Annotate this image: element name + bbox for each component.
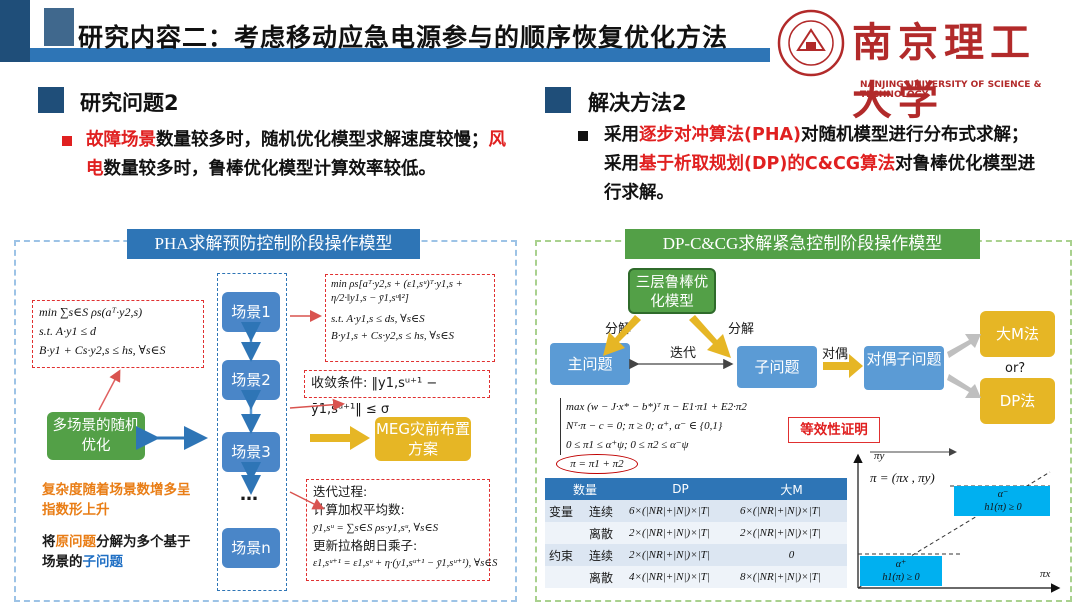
lower-region-label: α⁺h1(π) ≥ 0 bbox=[882, 559, 920, 583]
dual-eq-line: Nᵀ·π − c = 0; π ≥ 0; α⁺, α⁻ ∈ {0,1} bbox=[566, 420, 723, 432]
table-cell: 2×(|NR|+|N|)×|T| bbox=[740, 527, 821, 539]
dual-sub-problem-box: 对偶子问题 bbox=[864, 346, 944, 390]
table-cell: 8×(|NR|+|N|)×|T| bbox=[740, 571, 821, 583]
model-line: min ∑s∈S ρs(aᵀ·y2,s) bbox=[39, 305, 143, 319]
university-logo-text: 南京理工大学 bbox=[852, 20, 1036, 123]
comparison-table: 数量 DP 大M 变量 连续 6×(|NR|+|N|)×|T| 6×(|NR|+… bbox=[545, 478, 847, 588]
dp-arrows bbox=[603, 315, 981, 456]
table-header-row: 数量 DP 大M bbox=[545, 478, 847, 500]
scenes-group bbox=[217, 273, 287, 591]
iteration-box: 迭代过程: 计算加权平均数: ȳ1,sᵘ = ∑s∈S ρs·y1,sᵘ, ∀s… bbox=[306, 479, 498, 581]
right-section-title: 解决方法2 bbox=[588, 91, 687, 115]
sub-problem-box: 子问题 bbox=[737, 346, 817, 388]
x-axis-label: πx bbox=[1040, 568, 1051, 580]
table-cell: 离散 bbox=[589, 526, 614, 541]
iter-avg: 计算加权平均数: bbox=[313, 502, 405, 517]
iterate-label: 迭代 bbox=[670, 346, 697, 361]
table-cell: 连续 bbox=[589, 504, 614, 519]
complexity-text: 复杂度随着场景数增多呈指数形上升 bbox=[42, 482, 191, 518]
table-row: 变量 连续 6×(|NR|+|N|)×|T| 6×(|NR|+|N|)×|T| bbox=[545, 500, 847, 522]
dual-eq-line: max (w − J·x* − b*)ᵀ π − E1·π1 + E2·π2 bbox=[566, 401, 747, 413]
submodel-line: B·y1,s + Cs·y2,s ≤ hs, ∀s∈S bbox=[331, 330, 454, 342]
dual-eq-line: 0 ≤ π1 ≤ α⁺ψ; 0 ≤ π2 ≤ α⁻ψ bbox=[566, 439, 689, 451]
table-cell: 变量 bbox=[549, 504, 574, 519]
model-line: B·y1 + Cs·y2,s ≤ hs, ∀s∈S bbox=[39, 343, 166, 357]
dp-method-box: DP法 bbox=[980, 378, 1055, 424]
right-bullet-text: 采用逐步对冲算法(PHA)对随机模型进行分布式求解；采用基于析取规划(DP)的C… bbox=[604, 125, 1036, 203]
submodel-line: s.t. A·y1,s ≤ ds, ∀s∈S bbox=[331, 313, 425, 325]
left-section-title: 研究问题2 bbox=[80, 91, 179, 115]
table-cell bbox=[545, 566, 585, 588]
big-m-method-box: 大M法 bbox=[980, 311, 1055, 357]
upper-region-label: α⁻h1(π) ≥ 0 bbox=[984, 489, 1022, 513]
table-cell: 约束 bbox=[549, 548, 574, 563]
pi-region-plot bbox=[853, 453, 1061, 593]
table-cell: 2×(|NR|+|N|)×|T| bbox=[629, 549, 710, 561]
table-row: 离散 4×(|NR|+|N|)×|T| 8×(|NR|+|N|)×|T| bbox=[545, 566, 847, 588]
iter-update: 更新拉格朗日乘子: bbox=[313, 538, 418, 553]
university-en-name: NANJING UNIVERSITY OF SCIENCE & TECHNOLO… bbox=[860, 80, 1042, 100]
iter-title: 迭代过程: bbox=[313, 484, 368, 499]
model-line: s.t. A·y1 ≤ d bbox=[39, 324, 97, 338]
header-bar bbox=[0, 0, 770, 62]
dual-label: 对偶 bbox=[822, 347, 849, 362]
bullet-square-icon bbox=[578, 131, 588, 141]
table-cell: 6×(|NR|+|N|)×|T| bbox=[740, 505, 821, 517]
scene-submodel-box: min ρs[aᵀ·y2,s + (ε1,sᵘ)ᵀ·y1,s + η/2·‖y1… bbox=[325, 274, 495, 362]
dual-equations: max (w − J·x* − b*)ᵀ π − E1·π1 + E2·π2 N… bbox=[560, 398, 821, 455]
meg-plan-box: MEG灾前布置方案 bbox=[375, 417, 471, 461]
circled-equation: π = π1 + π2 bbox=[556, 454, 638, 474]
table-cell: 4×(|NR|+|N|)×|T| bbox=[629, 571, 710, 583]
or-label: or? bbox=[1005, 361, 1026, 376]
table-header-cell: DP bbox=[672, 482, 689, 496]
dp-panel-title: DP-C&CG求解紧急控制阶段操作模型 bbox=[625, 229, 980, 259]
convergence-box: 收敛条件: ‖y1,sᵘ⁺¹ − ȳ1,sᵘ⁺¹‖ ≤ σ bbox=[304, 370, 490, 417]
page-title: 研究内容二：考虑移动应急电源参与的顺序恢复优化方法 bbox=[78, 23, 729, 52]
split-right-label: 分解 bbox=[728, 322, 755, 337]
y-axis-label: πy bbox=[874, 450, 885, 462]
university-seal-icon bbox=[777, 9, 845, 77]
three-layer-model-box: 三层鲁棒优化模型 bbox=[628, 268, 716, 314]
multi-scene-box: 多场景的随机优化 bbox=[47, 412, 145, 460]
table-header-cell: 大M bbox=[780, 482, 803, 497]
table-cell bbox=[545, 522, 585, 544]
table-row: 离散 2×(|NR|+|N|)×|T| 2×(|NR|+|N|)×|T| bbox=[545, 522, 847, 544]
iter-avg-eq: ȳ1,sᵘ = ∑s∈S ρs·y1,sᵘ, ∀s∈S bbox=[313, 522, 439, 534]
table-row: 约束 连续 2×(|NR|+|N|)×|T| 0 bbox=[545, 544, 847, 566]
section-marker-icon bbox=[38, 87, 64, 113]
table-cell: 2×(|NR|+|N|)×|T| bbox=[629, 527, 710, 539]
table-cell: 6×(|NR|+|N|)×|T| bbox=[629, 505, 710, 517]
section-marker-icon bbox=[545, 87, 571, 113]
stochastic-model-box: min ∑s∈S ρs(aᵀ·y2,s) s.t. A·y1 ≤ d B·y1 … bbox=[32, 300, 204, 368]
table-cell: 连续 bbox=[589, 548, 614, 563]
equivalence-proof-box: 等效性证明 bbox=[788, 417, 880, 443]
master-problem-box: 主问题 bbox=[550, 343, 630, 385]
left-bullet-text: 故障场景数量较多时，随机优化模型求解速度较慢；风电数量较多时，鲁棒优化模型计算效… bbox=[86, 130, 506, 179]
pha-panel-title: PHA求解预防控制阶段操作模型 bbox=[127, 229, 420, 259]
iter-update-eq: ε1,sᵘ⁺¹ = ε1,sᵘ + η·(y1,sᵘ⁺¹ − ȳ1,sᵘ⁺¹),… bbox=[313, 558, 498, 569]
pha-arrows bbox=[98, 310, 370, 510]
scene-n-box: 场景n bbox=[222, 528, 280, 568]
bullet-square-icon bbox=[62, 136, 72, 146]
table-header-cell: 数量 bbox=[573, 482, 598, 497]
submodel-line: min ρs[aᵀ·y2,s + (ε1,sᵘ)ᵀ·y1,s + η/2·‖y1… bbox=[331, 279, 463, 304]
decompose-text: 将原问题分解为多个基于场景的子问题 bbox=[42, 534, 191, 570]
table-cell: 0 bbox=[788, 549, 795, 561]
pi-definition: π = (πx , πy) bbox=[870, 470, 935, 485]
table-cell: 离散 bbox=[589, 570, 614, 585]
